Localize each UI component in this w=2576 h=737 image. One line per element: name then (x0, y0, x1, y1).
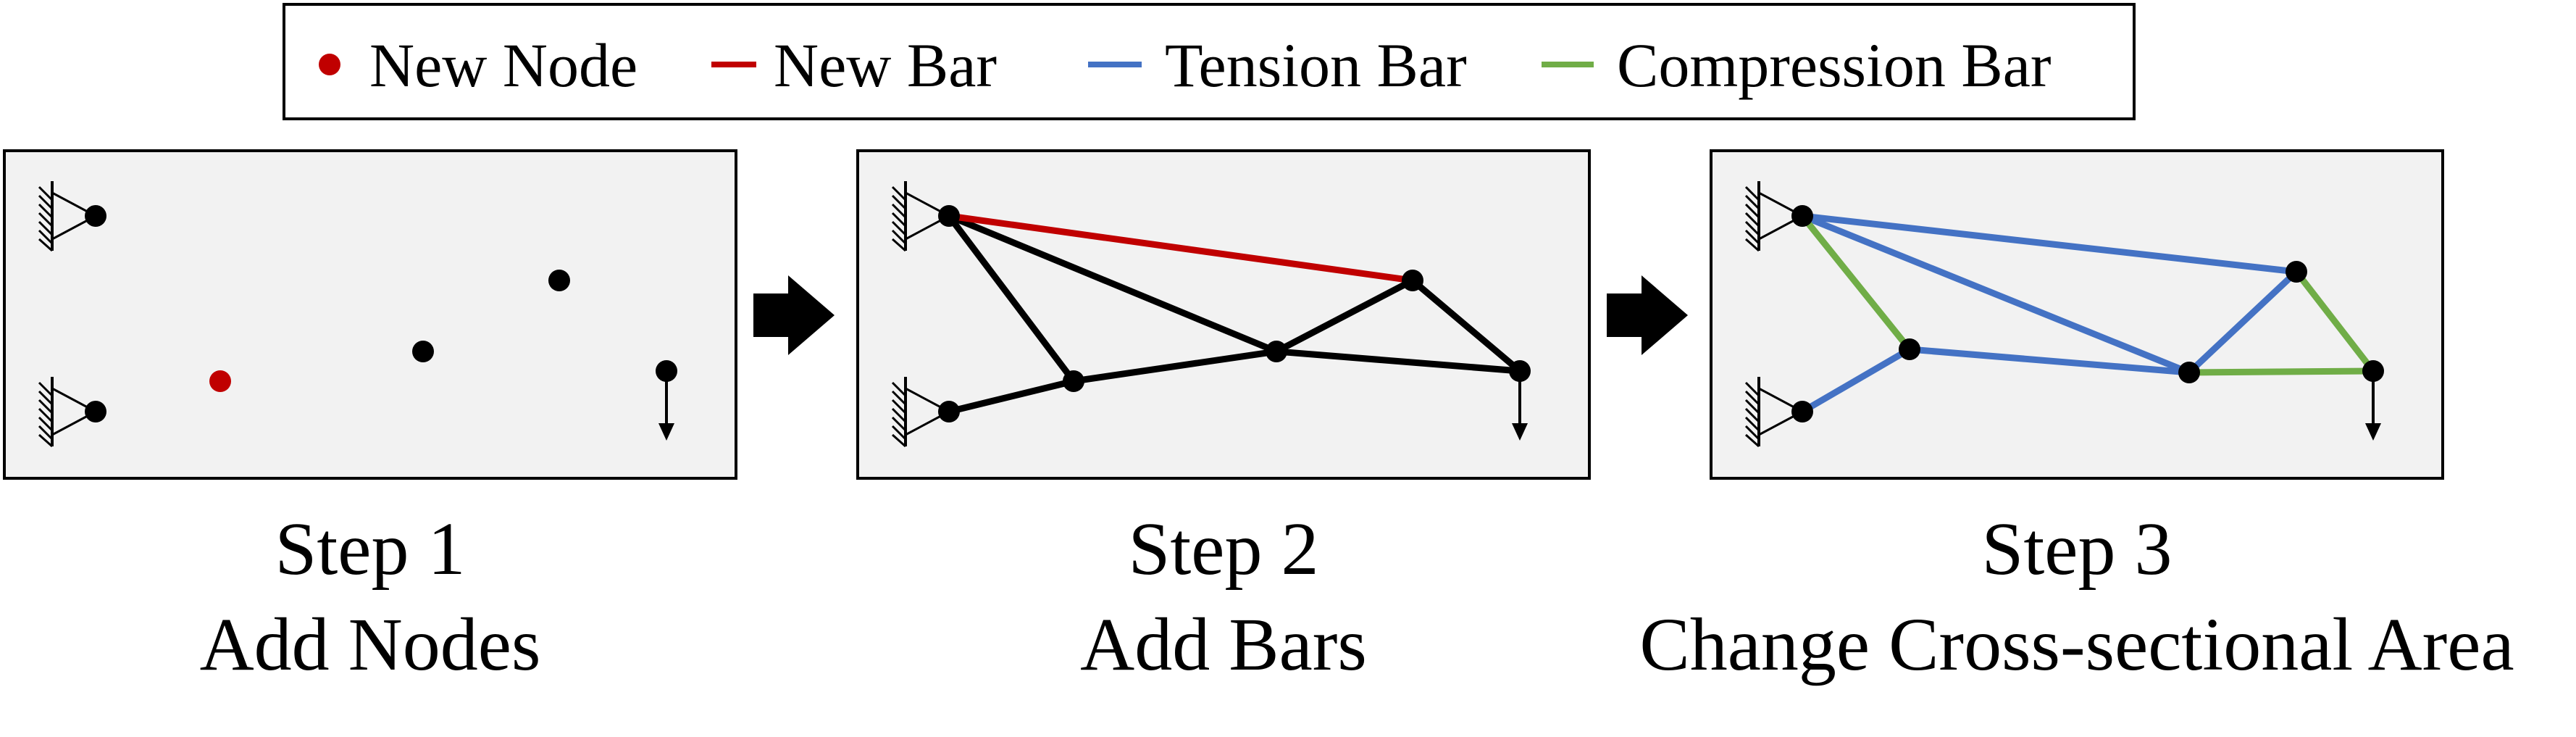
node (85, 401, 106, 422)
new-node (209, 370, 231, 392)
node (412, 341, 434, 362)
node (1791, 401, 1813, 422)
compression-bars (1799, 212, 2377, 376)
compression-bar (1799, 212, 1913, 353)
panel-3-frame (1710, 149, 2444, 480)
tension-bar (1799, 212, 2193, 376)
legend-item-compression-bar: Compression Bar (1542, 30, 2052, 100)
node (548, 270, 570, 291)
node (938, 205, 960, 227)
legend-item-new-bar: New Bar (711, 30, 997, 100)
legend-item-tension-bar: Tension Bar (1088, 30, 1467, 100)
node (2178, 362, 2200, 383)
node (2362, 360, 2384, 382)
node (2286, 261, 2307, 283)
tension-bar (1799, 346, 1913, 415)
legend-red-dot-icon (319, 54, 340, 75)
node (1063, 370, 1084, 392)
panel-step-3 (1710, 149, 2444, 480)
step-captions: Step 1 Add Nodes Step 2 Add Bars Step 3 … (200, 507, 2514, 686)
compression-bar (2293, 268, 2377, 375)
panel-step-2 (856, 149, 1591, 480)
legend-label-new-bar: New Bar (774, 30, 997, 100)
node (1402, 270, 1423, 291)
step-1-title: Step 1 (275, 507, 466, 591)
existing-bars (945, 212, 1523, 415)
right-arrow-icon (1607, 275, 1688, 355)
legend-box (283, 3, 2136, 120)
legend-label-compression-bar: Compression Bar (1617, 30, 2052, 100)
step-1-subtitle: Add Nodes (200, 603, 541, 686)
step-3-title: Step 3 (1982, 507, 2173, 591)
compression-bar (2186, 367, 2377, 376)
bar (945, 378, 1077, 415)
panel-2-frame (856, 149, 1591, 480)
panel-step-1 (3, 149, 737, 480)
node (85, 205, 106, 227)
node (1791, 205, 1813, 227)
bar (945, 212, 1280, 355)
node (656, 360, 677, 382)
bar (1273, 277, 1416, 355)
legend: New Node New Bar Tension Bar Compression… (283, 3, 2136, 120)
bar (945, 212, 1077, 385)
node (1509, 360, 1531, 382)
node (1266, 341, 1287, 362)
node (938, 401, 960, 422)
bar (1409, 277, 1523, 375)
bar (1273, 348, 1523, 375)
bar (1070, 348, 1280, 385)
new-bar (945, 212, 1416, 284)
step-3-subtitle: Change Cross-sectional Area (1639, 603, 2514, 686)
step-2-title: Step 2 (1129, 507, 1319, 591)
panel-1-frame (3, 149, 737, 480)
tension-bar (1906, 346, 2193, 376)
tension-bars (1799, 212, 2300, 415)
legend-item-new-node: New Node (319, 30, 637, 100)
legend-label-new-node: New Node (369, 30, 637, 100)
legend-label-tension-bar: Tension Bar (1165, 30, 1467, 100)
node (1899, 338, 1920, 360)
step-2-subtitle: Add Bars (1080, 603, 1367, 686)
tension-bar (2186, 268, 2300, 376)
right-arrow-icon (753, 275, 835, 355)
tension-bar (1799, 212, 2300, 275)
